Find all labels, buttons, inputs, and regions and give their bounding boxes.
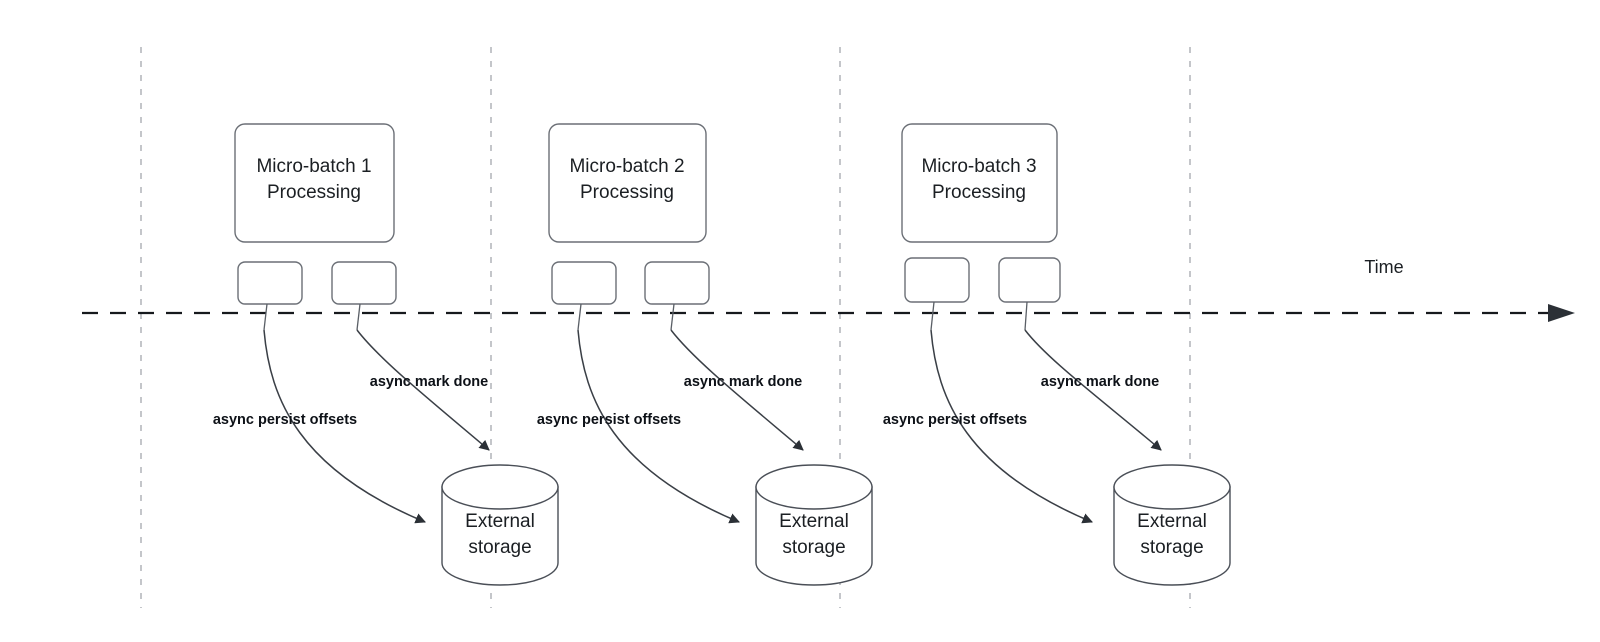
batch-2-task-box-a[interactable] — [551, 261, 617, 305]
micro-batch-3-box[interactable] — [901, 123, 1058, 243]
batch-3-persist-offsets-arrow — [930, 329, 1093, 524]
batch-group-2: Micro-batch 2 Processing async persist o… — [537, 123, 873, 586]
batch-1-persist-offsets-label: async persist offsets — [213, 412, 357, 428]
micro-batch-3-title-line2: Processing — [932, 182, 1026, 203]
batch-1-stem-a — [263, 303, 268, 331]
batch-3-stem-b — [1024, 301, 1028, 331]
batch-2-stem-b — [670, 303, 675, 331]
external-storage-2-top — [755, 464, 873, 510]
batch-2-task-box-b[interactable] — [644, 261, 710, 305]
batch-group-1: Micro-batch 1 Processing async persist o… — [213, 123, 559, 586]
micro-batch-3-title-line1: Micro-batch 3 — [921, 156, 1036, 177]
batch-3-persist-offsets-label: async persist offsets — [883, 412, 1027, 428]
batch-3-task-box-a[interactable] — [904, 257, 970, 303]
micro-batch-2-box[interactable] — [548, 123, 707, 243]
batch-3-mark-done-label: async mark done — [1041, 374, 1159, 390]
micro-batch-1-title-line2: Processing — [267, 182, 361, 203]
external-storage-2-label-line2: storage — [782, 537, 845, 558]
external-storage-3-label-line1: External — [1137, 511, 1207, 532]
external-storage-3-label-line2: storage — [1140, 537, 1203, 558]
batch-3-task-box-b[interactable] — [998, 257, 1061, 303]
batch-2-mark-done-arrow — [670, 329, 804, 451]
micro-batch-2-title-line2: Processing — [580, 182, 674, 203]
batch-2-persist-offsets-arrow — [577, 329, 740, 524]
external-storage-3-body — [1113, 486, 1231, 586]
batch-group-3: Micro-batch 3 Processing async persist o… — [883, 123, 1231, 586]
batch-2-mark-done-label: async mark done — [684, 374, 802, 390]
batch-2-persist-offsets-label: async persist offsets — [537, 412, 681, 428]
batch-1-mark-done-label: async mark done — [370, 374, 488, 390]
micro-batch-1-title-line1: Micro-batch 1 — [256, 156, 371, 177]
external-storage-2-label-line1: External — [779, 511, 849, 532]
micro-batch-2-title-line1: Micro-batch 2 — [569, 156, 684, 177]
external-storage-1-body — [441, 486, 559, 586]
batch-1-mark-done-arrow — [356, 329, 490, 451]
micro-batch-1-box[interactable] — [234, 123, 395, 243]
external-storage-1-top — [441, 464, 559, 510]
time-axis-label: Time — [1364, 257, 1403, 277]
time-axis: Time — [82, 257, 1575, 322]
batch-1-stem-b — [356, 303, 361, 331]
external-storage-3-top — [1113, 464, 1231, 510]
batch-3-stem-a — [930, 301, 935, 331]
batch-3-mark-done-arrow — [1024, 329, 1162, 451]
external-storage-2-body — [755, 486, 873, 586]
external-storage-1-label-line2: storage — [468, 537, 531, 558]
timeline-arrowhead-icon — [1548, 304, 1575, 322]
batch-1-task-box-a[interactable] — [237, 261, 303, 305]
batch-1-persist-offsets-arrow — [263, 329, 426, 524]
batch-1-task-box-b[interactable] — [331, 261, 397, 305]
external-storage-1-label-line1: External — [465, 511, 535, 532]
batch-2-stem-a — [577, 303, 582, 331]
